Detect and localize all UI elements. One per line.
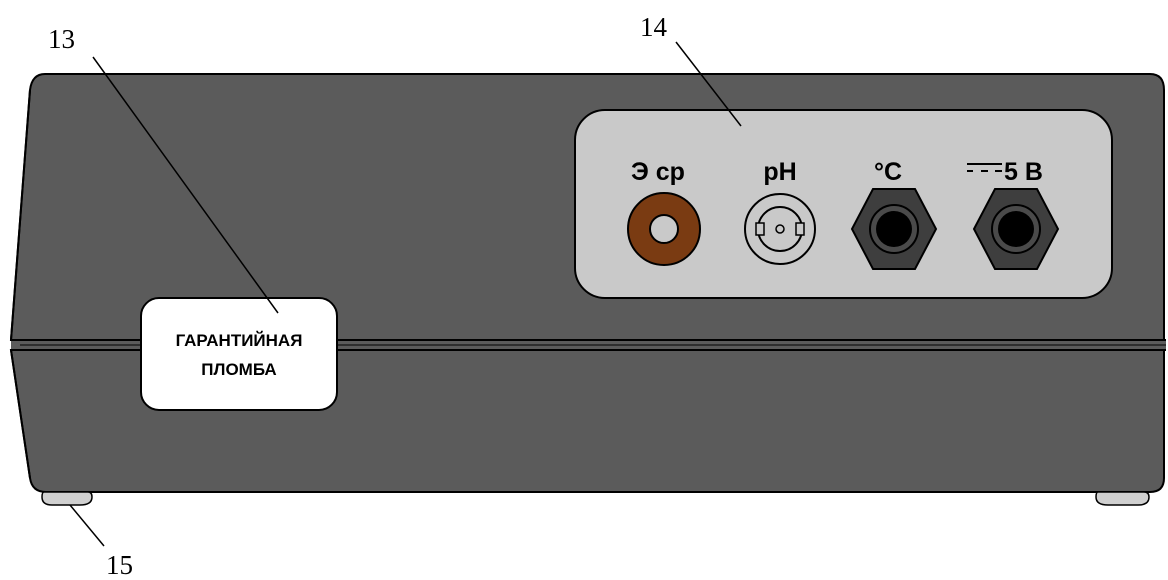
- warranty-seal-sticker: [140, 297, 338, 411]
- left-edge-upper: [10, 89, 31, 341]
- warranty-seal: ГАРАНТИЙНАЯ ПЛОМБА: [140, 297, 338, 411]
- connector-panel: Э ср pH °C 5 В: [574, 109, 1113, 299]
- callout-leaders: [69, 41, 742, 547]
- port-label-power: 5 В: [1004, 158, 1043, 186]
- port-label-ph: pH: [763, 158, 796, 186]
- callout-13: 13: [48, 24, 75, 54]
- bnc-connector-icon[interactable]: [744, 193, 816, 265]
- leader-line-15: [69, 504, 105, 547]
- foot-right: [1095, 491, 1150, 506]
- warranty-seal-line1: ГАРАНТИЙНАЯ: [176, 331, 303, 350]
- callout-14: 14: [640, 12, 668, 42]
- callout-15: 15: [106, 550, 133, 580]
- left-edge-lower: [10, 349, 31, 479]
- device-feet: [41, 491, 1150, 506]
- port-label-power-group: 5 В: [967, 158, 1043, 186]
- port-label-reference: Э ср: [631, 158, 685, 186]
- leader-line-14: [675, 41, 742, 127]
- port-label-temperature: °C: [874, 158, 902, 186]
- dc-symbol-icon: [967, 163, 1002, 172]
- dc-power-socket-icon[interactable]: [972, 188, 1060, 270]
- temperature-sensor-socket-icon[interactable]: [850, 188, 938, 270]
- leader-line-13: [92, 56, 279, 314]
- reference-electrode-socket-icon[interactable]: [627, 192, 701, 266]
- warranty-seal-line2: ПЛОМБА: [201, 360, 276, 379]
- foot-left: [41, 491, 93, 506]
- connector-panel-plate: [574, 109, 1113, 299]
